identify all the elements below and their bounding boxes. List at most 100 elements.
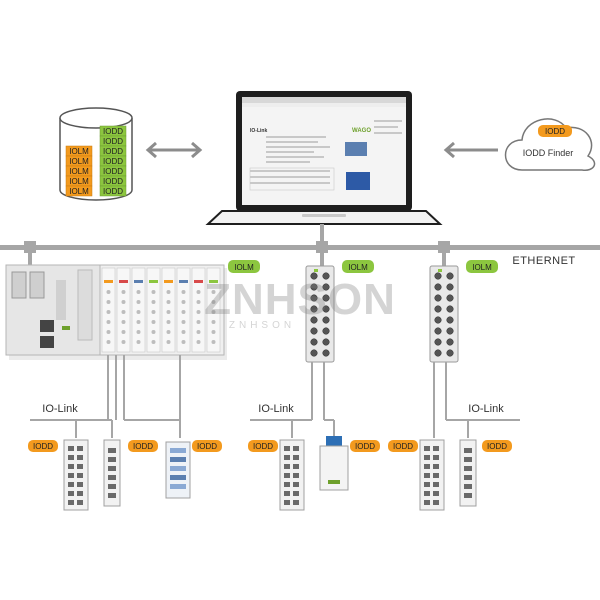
master-iolm-tag-label: IOLM bbox=[472, 263, 492, 272]
io-module-terminal bbox=[181, 320, 186, 324]
master-port bbox=[310, 316, 318, 324]
io-module-led bbox=[119, 280, 128, 283]
device-iodd-tag-label: IODD bbox=[487, 442, 507, 451]
master-port bbox=[446, 272, 454, 280]
device-iodd-tag-label: IODD bbox=[393, 442, 413, 451]
io-module-led bbox=[209, 280, 218, 283]
device-port bbox=[424, 455, 430, 460]
master-port bbox=[434, 283, 442, 291]
io-module-terminal bbox=[121, 330, 126, 334]
device-port bbox=[284, 482, 290, 487]
io-module-led bbox=[134, 280, 143, 283]
device-iodd-tag bbox=[482, 440, 512, 452]
master-port bbox=[434, 272, 442, 280]
io-module-terminal bbox=[181, 340, 186, 344]
device-iodd-tag bbox=[128, 440, 158, 452]
master-port bbox=[310, 338, 318, 346]
device-port bbox=[464, 484, 472, 489]
master-port bbox=[446, 349, 454, 357]
io-module-terminal bbox=[196, 290, 201, 294]
io-module-terminal bbox=[211, 310, 216, 314]
device-port bbox=[68, 473, 74, 478]
db-iodd-tag-label: IODD bbox=[103, 147, 123, 156]
master-port bbox=[434, 327, 442, 335]
device-port bbox=[77, 446, 83, 451]
master-port bbox=[322, 316, 330, 324]
io-module-terminal bbox=[106, 310, 111, 314]
master-port bbox=[322, 349, 330, 357]
master-status-led bbox=[314, 269, 318, 272]
device-port bbox=[293, 455, 299, 460]
device-port bbox=[284, 491, 290, 496]
device-port bbox=[433, 473, 439, 478]
master-port bbox=[446, 283, 454, 291]
valve-slot bbox=[170, 448, 186, 453]
io-module-terminal bbox=[121, 290, 126, 294]
io-link-device-block bbox=[63, 439, 89, 511]
device-port bbox=[293, 473, 299, 478]
master-port bbox=[310, 305, 318, 313]
db-iolm-tag-label: IOLM bbox=[69, 177, 89, 186]
valve-slot bbox=[170, 466, 186, 471]
device-port bbox=[68, 455, 74, 460]
device-iodd-tag bbox=[350, 440, 380, 452]
io-module-terminal bbox=[106, 290, 111, 294]
db-iodd-tag-label: IODD bbox=[103, 157, 123, 166]
db-iodd-tag-label: IODD bbox=[103, 177, 123, 186]
ethernet-label: ETHERNET bbox=[512, 255, 575, 267]
master-port bbox=[434, 294, 442, 302]
io-module-terminal bbox=[166, 290, 171, 294]
db-iolm-tag bbox=[65, 185, 93, 197]
master-housing bbox=[429, 265, 459, 363]
cloud-iodd-tag bbox=[538, 125, 572, 137]
io-link-device-block bbox=[419, 439, 445, 511]
device-iodd-tag bbox=[28, 440, 58, 452]
sync-double-arrow bbox=[145, 141, 203, 159]
device-port bbox=[464, 475, 472, 480]
io-module-terminal bbox=[181, 310, 186, 314]
io-module-terminal bbox=[196, 330, 201, 334]
io-link-master-2: IOLM bbox=[429, 260, 498, 363]
io-module-terminal bbox=[151, 320, 156, 324]
master-port bbox=[322, 338, 330, 346]
device-port bbox=[433, 500, 439, 505]
io-module-terminal bbox=[106, 340, 111, 344]
device-port bbox=[293, 500, 299, 505]
io-module-terminal bbox=[196, 320, 201, 324]
io-module-led bbox=[179, 280, 188, 283]
io-module-terminal bbox=[151, 310, 156, 314]
device-iodd-tag-label: IODD bbox=[133, 442, 153, 451]
io-module-terminal bbox=[136, 320, 141, 324]
master-iolm-tag bbox=[342, 260, 374, 273]
valve-slot bbox=[170, 484, 186, 489]
device-port bbox=[424, 446, 430, 451]
io-link-label-1: IO-Link bbox=[42, 403, 78, 415]
device-port bbox=[293, 482, 299, 487]
device-port bbox=[108, 457, 116, 462]
io-module-terminal bbox=[121, 300, 126, 304]
io-module-terminal bbox=[151, 330, 156, 334]
device-port bbox=[433, 482, 439, 487]
valve-slot bbox=[170, 475, 186, 480]
device-port bbox=[284, 473, 290, 478]
device-port bbox=[108, 466, 116, 471]
io-module-led bbox=[149, 280, 158, 283]
io-module-terminal bbox=[121, 310, 126, 314]
device-port bbox=[108, 475, 116, 480]
master-port bbox=[310, 294, 318, 302]
device-port bbox=[464, 448, 472, 453]
db-iodd-tag-label: IODD bbox=[103, 187, 123, 196]
sensor-led bbox=[328, 480, 340, 484]
io-module-terminal bbox=[166, 330, 171, 334]
db-iodd-tag bbox=[99, 185, 127, 197]
master-port bbox=[446, 294, 454, 302]
master-port bbox=[322, 305, 330, 313]
valve-slot bbox=[170, 457, 186, 462]
device-port bbox=[293, 446, 299, 451]
master-port bbox=[446, 327, 454, 335]
device-port bbox=[464, 457, 472, 462]
device-port bbox=[464, 466, 472, 471]
io-module-led bbox=[194, 280, 203, 283]
io-module-terminal bbox=[151, 340, 156, 344]
device-port bbox=[284, 464, 290, 469]
